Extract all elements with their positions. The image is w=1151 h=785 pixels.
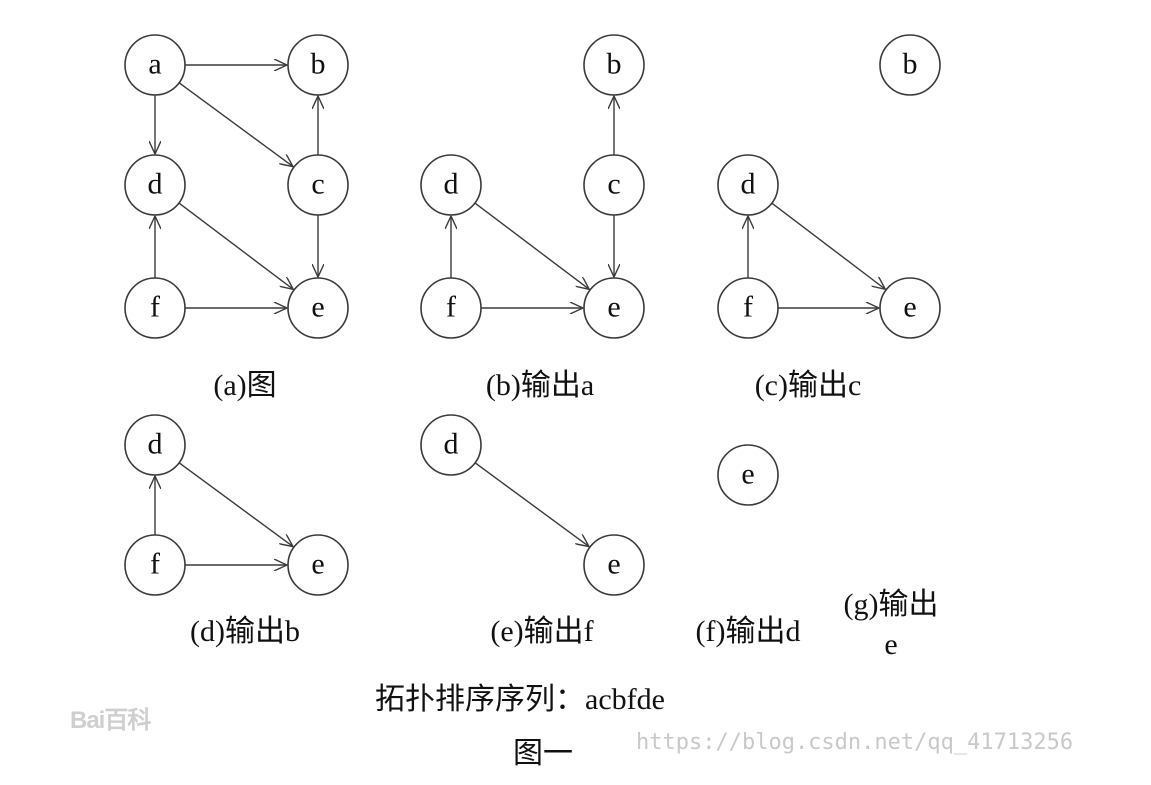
node-panel-a-c: c — [287, 154, 349, 216]
node-label-panel-a-c: c — [311, 168, 324, 201]
node-panel-f-e: e — [717, 444, 779, 506]
caption-panel-g: (g)输出 e — [844, 585, 939, 665]
node-panel-b-c: c — [583, 154, 645, 216]
node-label-panel-c-e: e — [903, 291, 916, 324]
node-circle-panel-c-f — [717, 277, 779, 339]
node-panel-c-d: d — [717, 154, 779, 216]
caption-panel-d: (d)输出b — [190, 615, 300, 648]
node-panel-d-f: f — [124, 534, 186, 596]
figure-title: 图一 — [513, 737, 573, 770]
node-panel-c-f: f — [717, 277, 779, 339]
edge-panel-e-d-to-e — [474, 462, 589, 547]
node-circle-panel-b-f — [420, 277, 482, 339]
node-label-panel-b-c: c — [607, 168, 620, 201]
edge-panel-a-a-to-c — [178, 82, 293, 167]
baidu-logo-watermark: Bai百科 — [70, 707, 151, 734]
caption-panel-a: (a)图 — [213, 369, 277, 402]
node-label-panel-d-f: f — [150, 548, 160, 581]
node-panel-b-b: b — [583, 34, 645, 96]
node-panel-e-d: d — [420, 414, 482, 476]
node-label-panel-b-e: e — [607, 291, 620, 324]
node-label-panel-c-f: f — [743, 291, 753, 324]
node-label-panel-e-e: e — [607, 548, 620, 581]
node-label-panel-b-f: f — [446, 291, 456, 324]
node-circle-panel-d-d — [124, 414, 186, 476]
node-panel-a-d: d — [124, 154, 186, 216]
caption-panel-g-line1: (g)输出 — [843, 588, 939, 621]
edge-panel-c-d-to-e — [771, 202, 885, 289]
node-circle-panel-a-a — [124, 34, 186, 96]
node-label-panel-c-d: d — [741, 168, 756, 201]
node-label-panel-b-b: b — [607, 48, 622, 81]
node-label-panel-b-d: d — [444, 168, 459, 201]
node-label-panel-a-f: f — [150, 291, 160, 324]
node-panel-c-e: e — [879, 277, 941, 339]
node-circle-panel-b-d — [420, 154, 482, 216]
node-label-panel-a-b: b — [311, 48, 326, 81]
node-panel-a-a: a — [124, 34, 186, 96]
node-label-panel-e-d: d — [444, 428, 459, 461]
node-circle-panel-e-e — [583, 534, 645, 596]
node-circle-panel-a-e — [287, 277, 349, 339]
caption-panel-b: (b)输出a — [485, 369, 595, 402]
topological-sequence-label: 拓扑排序序列：acbfde — [375, 683, 665, 716]
caption-panel-f: (f)输出d — [695, 615, 801, 648]
node-circle-panel-b-c — [583, 154, 645, 216]
node-circle-panel-c-e — [879, 277, 941, 339]
node-label-panel-d-e: e — [311, 548, 324, 581]
node-panel-a-f: f — [124, 277, 186, 339]
node-label-panel-d-d: d — [148, 428, 163, 461]
node-circle-panel-d-e — [287, 534, 349, 596]
node-circle-panel-c-d — [717, 154, 779, 216]
node-circle-panel-a-c — [287, 154, 349, 216]
watermark-url: https://blog.csdn.net/qq_41713256 — [636, 730, 1074, 755]
node-panel-a-e: e — [287, 277, 349, 339]
node-label-panel-c-b: b — [903, 48, 918, 81]
node-label-panel-f-e: e — [741, 458, 754, 491]
node-panel-b-f: f — [420, 277, 482, 339]
node-label-panel-a-e: e — [311, 291, 324, 324]
node-label-panel-a-a: a — [148, 48, 161, 81]
caption-panel-g-line2: e — [884, 628, 898, 661]
caption-panel-c: (c)输出c — [754, 369, 862, 402]
edge-panel-a-d-to-e — [178, 202, 293, 289]
node-circle-panel-a-b — [287, 34, 349, 96]
node-circle-panel-e-d — [420, 414, 482, 476]
node-circle-panel-b-e — [583, 277, 645, 339]
edge-panel-b-d-to-e — [474, 202, 589, 289]
node-panel-d-e: e — [287, 534, 349, 596]
node-circle-panel-a-d — [124, 154, 186, 216]
node-panel-b-e: e — [583, 277, 645, 339]
node-circle-panel-a-f — [124, 277, 186, 339]
node-circle-panel-c-b — [879, 34, 941, 96]
node-panel-b-d: d — [420, 154, 482, 216]
node-circle-panel-b-b — [583, 34, 645, 96]
node-label-panel-a-d: d — [148, 168, 163, 201]
node-panel-d-d: d — [124, 414, 186, 476]
node-panel-a-b: b — [287, 34, 349, 96]
node-panel-e-e: e — [583, 534, 645, 596]
node-panel-c-b: b — [879, 34, 941, 96]
caption-panel-e: (e)输出f — [490, 615, 594, 648]
node-circle-panel-f-e — [717, 444, 779, 506]
node-circle-panel-d-f — [124, 534, 186, 596]
edge-panel-d-d-to-e — [178, 462, 293, 547]
